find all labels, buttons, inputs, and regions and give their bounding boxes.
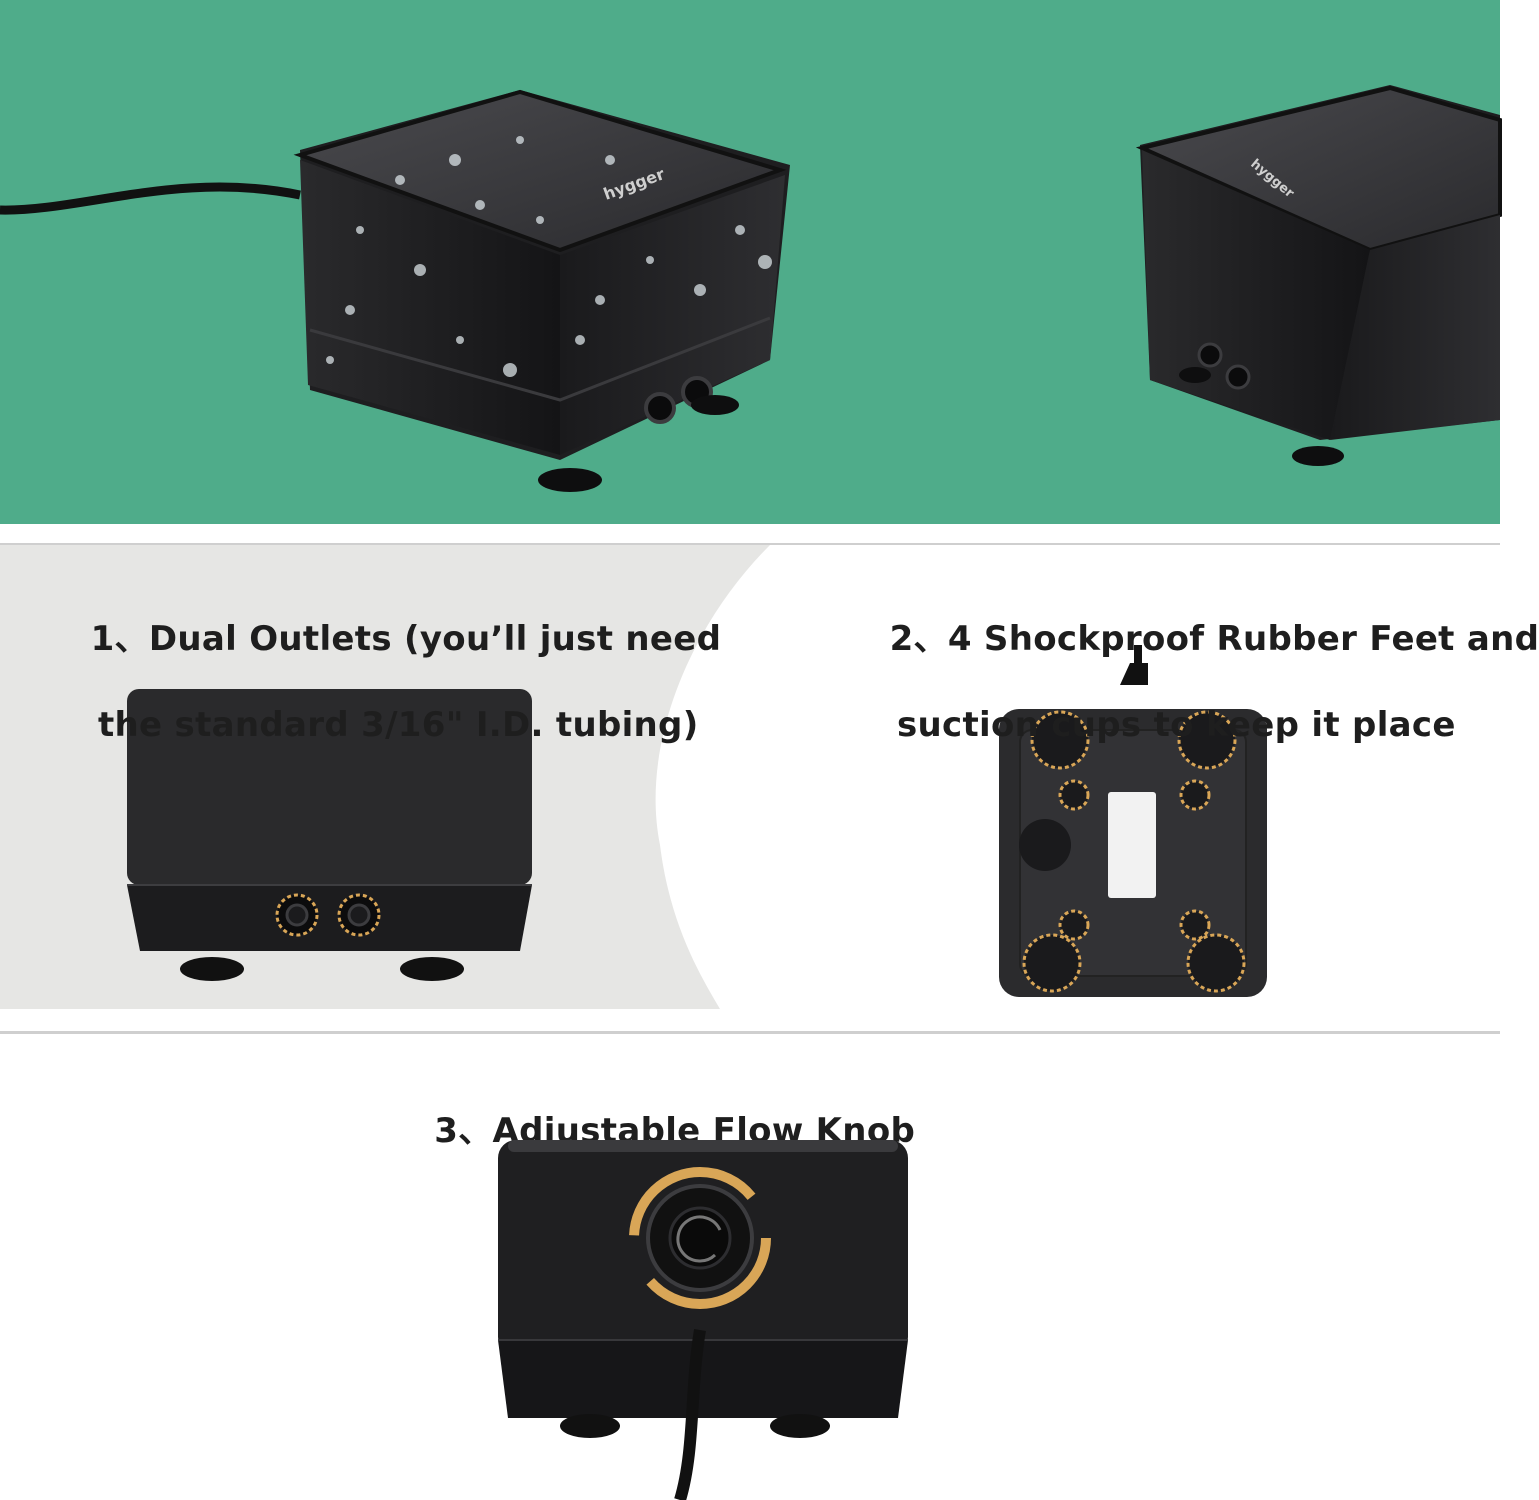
rubber-foot-icon	[1058, 909, 1090, 941]
outlet-icon	[644, 392, 676, 424]
suction-cup-icon	[1177, 710, 1237, 770]
spec-label	[1108, 792, 1156, 898]
feature-2-line1: 4 Shockproof Rubber Feet and	[947, 619, 1539, 659]
suction-cup-icon	[1030, 710, 1090, 770]
features-background	[0, 545, 1267, 1009]
hero-product-illustration: hygger hygger	[0, 85, 1502, 492]
suction-cup-icon	[1022, 933, 1082, 993]
air-pump-wet: hygger	[293, 89, 790, 492]
feature-2-line2: suction cups to keep it place	[897, 705, 1456, 745]
feature-1-line2: the standard 3/16" I.D. tubing)	[98, 705, 699, 745]
section-divider	[0, 543, 1500, 546]
rubber-foot-icon	[1179, 909, 1211, 941]
feature-1-line1: Dual Outlets (you’ll just need	[148, 619, 722, 659]
feature-1-caption: 1、Dual Outlets (you’ll just need the sta…	[42, 575, 721, 833]
section-divider	[0, 1031, 1500, 1034]
feature-1-number: 1、	[90, 619, 149, 659]
hero-banner: hygger hygger	[0, 0, 1502, 524]
pump-knob-view	[498, 1140, 908, 1500]
pump-front-view	[127, 689, 532, 981]
rubber-foot-icon	[1179, 779, 1211, 811]
air-pump-side-view: hygger	[1135, 85, 1502, 466]
pump-bottom-view	[999, 645, 1267, 997]
outlet-icon	[1197, 342, 1223, 368]
feature-2-number: 2、	[889, 619, 948, 659]
rotate-arrows-icon	[629, 1167, 771, 1309]
feature-2-caption: 2、4 Shockproof Rubber Feet and suction c…	[841, 575, 1539, 833]
rubber-foot-icon	[1058, 779, 1090, 811]
feature-3-number: 3、	[434, 1111, 493, 1151]
outlet-icon	[1225, 364, 1251, 390]
suction-cup-icon	[1186, 933, 1246, 993]
power-cord	[674, 1329, 706, 1500]
power-cord	[0, 182, 301, 215]
features-row: 1、Dual Outlets (you’ll just need the sta…	[0, 545, 1539, 1009]
